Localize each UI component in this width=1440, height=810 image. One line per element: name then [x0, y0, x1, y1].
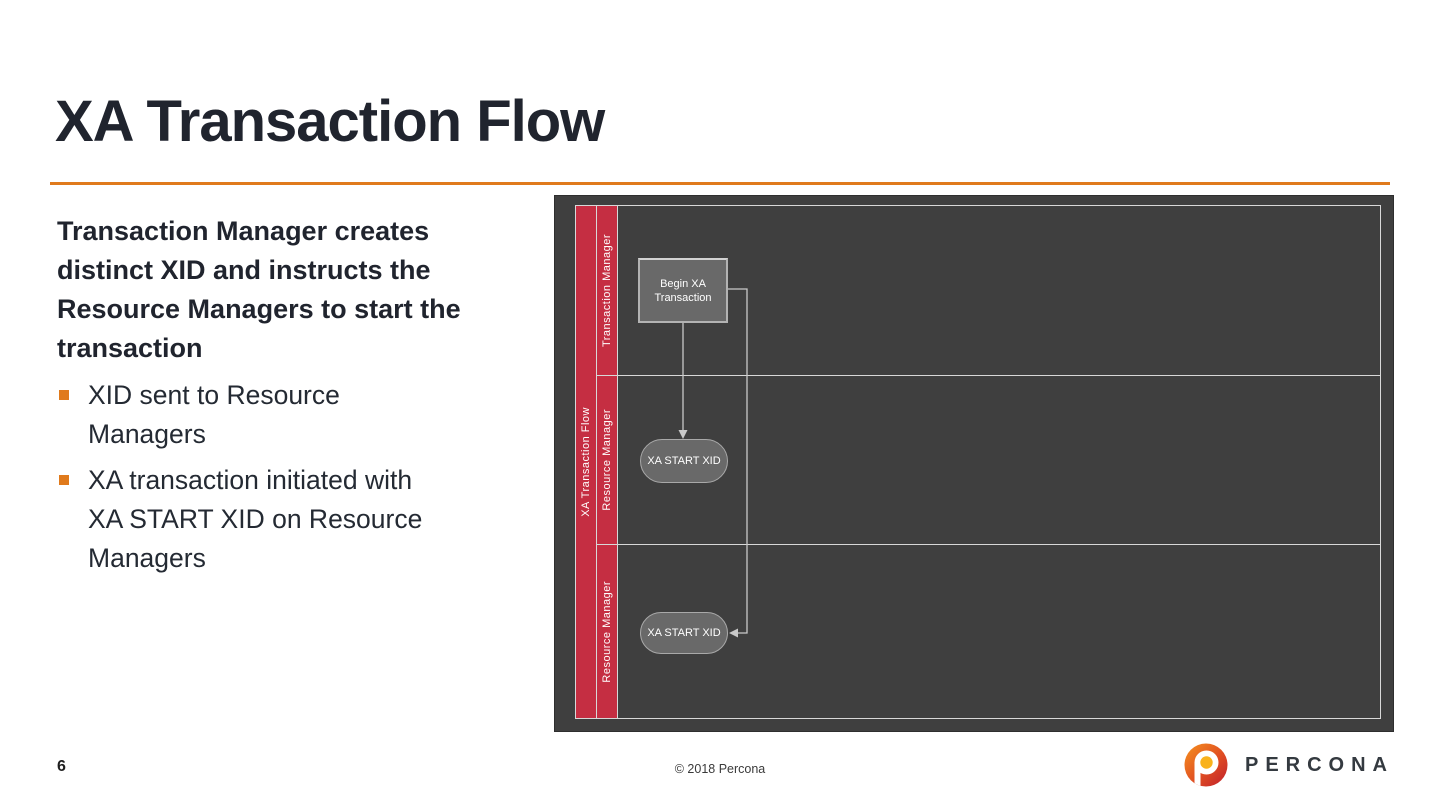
lead-paragraph: Transaction Manager creates distinct XID… [57, 216, 461, 363]
bullet-square-icon [59, 390, 69, 400]
percona-logo-icon [1184, 743, 1228, 787]
page-number: 6 [57, 758, 66, 775]
lane-resource-manager-1 [618, 376, 1380, 544]
node-xa-start-xid-2: XA START XID [640, 612, 728, 654]
node-xa-start-xid-1: XA START XID [640, 439, 728, 483]
lane-label: Resource Manager [601, 409, 613, 511]
title-underline [50, 182, 1390, 185]
node-begin-xa-transaction: Begin XA Transaction [638, 258, 728, 323]
bullet-text: XID sent to Resource Managers [88, 380, 340, 449]
lane-header-resource-manager-2: Resource Manager [597, 545, 617, 718]
brand-name: PERCONA [1244, 753, 1394, 776]
xa-flow-diagram: XA Transaction Flow Transaction Manager … [554, 195, 1394, 732]
copyright-text: © 2018 Percona [674, 762, 766, 776]
lane-label: Resource Manager [601, 580, 613, 683]
lane-resource-manager-2 [618, 545, 1380, 718]
body-content: Transaction Manager creates distinct XID… [57, 212, 517, 578]
percona-logo: PERCONA [1184, 742, 1394, 788]
lane-header-resource-manager-1: Resource Manager [597, 376, 617, 544]
list-item: XA transaction initiated with XA START X… [57, 461, 447, 578]
pool-header: XA Transaction Flow [576, 206, 596, 718]
bullet-text: XA transaction initiated with XA START X… [88, 465, 423, 573]
bullet-square-icon [59, 475, 69, 485]
lane-header-transaction-manager: Transaction Manager [597, 206, 617, 375]
page-title: XA Transaction Flow [55, 89, 605, 154]
lane-transaction-manager [618, 206, 1380, 375]
pool-label: XA Transaction Flow [580, 407, 592, 517]
list-item: XID sent to Resource Managers [57, 376, 447, 454]
bullet-list: XID sent to Resource Managers XA transac… [57, 376, 517, 578]
lane-label: Transaction Manager [601, 233, 613, 348]
